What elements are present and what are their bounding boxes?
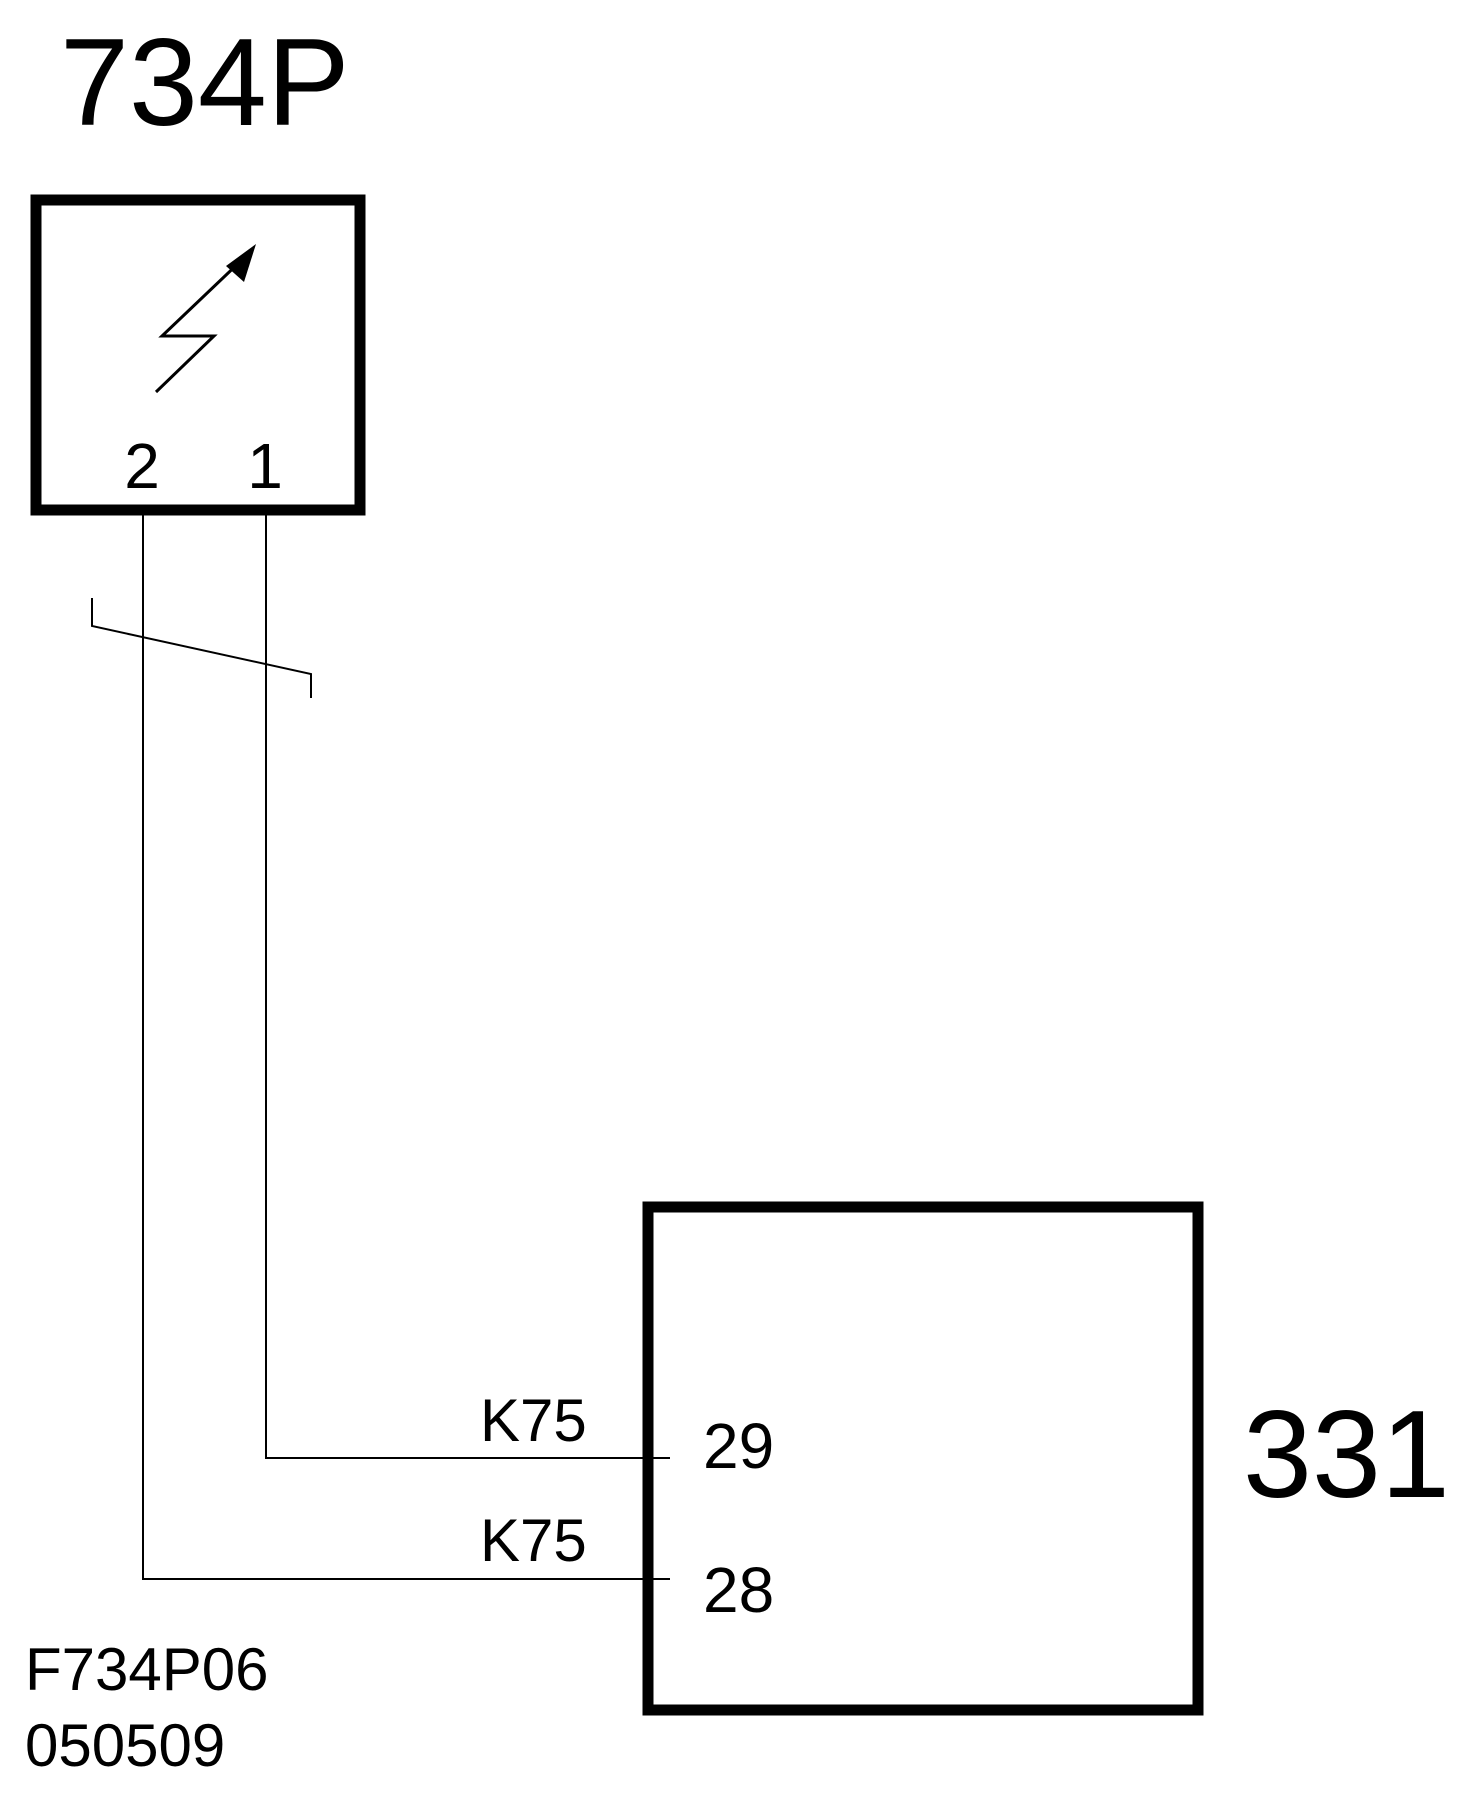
- cable-bundle-marker: [91, 598, 312, 698]
- date-code: 050509: [25, 1712, 225, 1779]
- sensor-pin-2-label: 2: [124, 430, 160, 502]
- sensor-box: [30, 194, 366, 516]
- variable-sensor-icon: [154, 244, 256, 394]
- unit-id-label: 331: [1243, 1386, 1450, 1524]
- wire-pin2-to-28: [142, 515, 670, 1580]
- sensor-pin-1-label: 1: [247, 430, 283, 502]
- drawing-code: F734P06: [25, 1636, 269, 1703]
- sensor-id-label: 734P: [60, 14, 350, 152]
- wire-pin1-to-29: [265, 515, 670, 1459]
- wire-label-k75-lower: K75: [480, 1507, 587, 1574]
- wire-label-k75-upper: K75: [480, 1387, 587, 1454]
- unit-box: [642, 1201, 1204, 1716]
- unit-pin-29-label: 29: [703, 1410, 774, 1482]
- unit-pin-28-label: 28: [703, 1554, 774, 1626]
